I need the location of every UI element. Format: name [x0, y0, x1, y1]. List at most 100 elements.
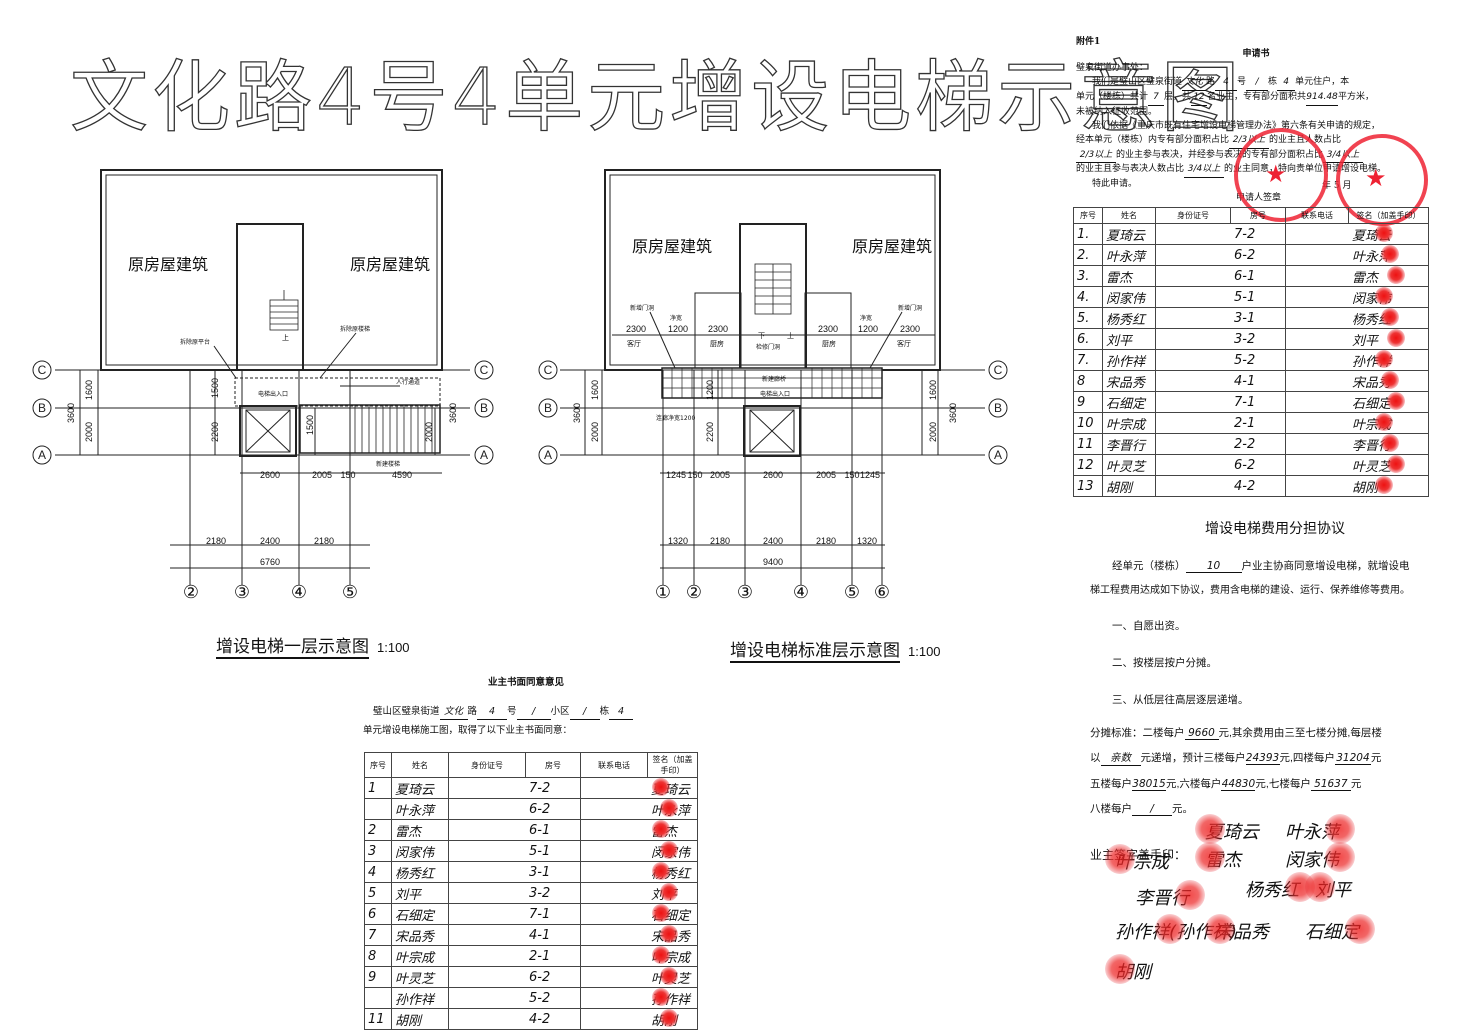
row-name: 孙作祥: [1102, 349, 1156, 371]
row-id: [1155, 223, 1231, 245]
row-sign: 闵家伟: [1348, 286, 1429, 308]
room-living-left: 客厅: [627, 339, 641, 348]
r-axis-label-c-right: C: [994, 363, 1003, 377]
row-phone: [580, 882, 648, 904]
row-sign: 叶永萍: [647, 798, 698, 820]
row-room: 6-2: [525, 798, 581, 820]
row-sign: 闵家伟: [647, 840, 698, 862]
agreement-item2: 二、按楼层按户分摊。: [1112, 657, 1217, 669]
row-sign: 叶宗成: [1348, 412, 1429, 434]
fingerprint-icon: [1105, 844, 1135, 874]
dim-6760: 6760: [260, 557, 280, 567]
row-sign: 刘平: [647, 882, 698, 904]
row-id: [1155, 286, 1231, 308]
row-sign: 石细定: [1348, 391, 1429, 413]
row-room: 5-1: [525, 840, 581, 862]
fingerprint-icon: [1195, 842, 1225, 872]
row-id: [1155, 328, 1231, 350]
dim-r-right-3600: 3600: [948, 403, 958, 423]
row-phone: [580, 945, 648, 967]
row-id: [448, 777, 526, 799]
agreement-standard-2: 以亲数元递增，预计三楼每户24393元,四楼每户31204元: [1090, 752, 1382, 766]
row-no: 5: [364, 882, 392, 904]
row-id: [1155, 307, 1231, 329]
c-th-no: 序号: [364, 752, 392, 778]
axis-col-3: ③: [234, 582, 250, 603]
row-no: 3: [364, 840, 392, 862]
fingerprint-icon: [1325, 842, 1355, 872]
row-name: 宋品秀: [1102, 370, 1156, 392]
fingerprint-icon: [1175, 880, 1205, 910]
row-no: 6: [364, 903, 392, 925]
row-sign: 夏琦云: [1348, 223, 1429, 245]
row-sign: 杨秀红: [1348, 307, 1429, 329]
c-th-room: 房号: [525, 752, 581, 778]
dim-2005: 2005: [312, 470, 332, 480]
fingerprint-icon: [1375, 350, 1393, 368]
agreement-item3: 三、从低层往高层逐层递增。: [1112, 694, 1249, 706]
r-orig-building-right: 原房屋建筑: [852, 237, 932, 256]
dim-inner-2200: 2200: [210, 422, 220, 442]
row-no: 4: [364, 861, 392, 883]
row-id: [448, 819, 526, 841]
axis-label-c: C: [38, 363, 47, 377]
r-axis-label-a: A: [544, 448, 552, 462]
axis-col-2: ②: [183, 582, 199, 603]
axis-label-b: B: [38, 401, 46, 415]
room-kitchen-left: 厨房: [710, 339, 724, 348]
attachment-label: 附件1: [1076, 37, 1101, 47]
row-no: 8: [1073, 370, 1103, 392]
label-clear-width-right: 净宽: [860, 314, 872, 322]
application-addressee: 璧泉街道办事处：: [1076, 62, 1149, 73]
row-room: 5-2: [1230, 349, 1286, 371]
row-name: 杨秀红: [391, 861, 449, 883]
row-id: [1155, 475, 1231, 497]
dim-right-3600: 3600: [448, 403, 458, 423]
row-name: 叶灵芝: [391, 966, 449, 988]
dim-150: 150: [340, 470, 355, 480]
fingerprint-icon: [1375, 224, 1393, 242]
dim-top-2300-c: 2300: [818, 324, 838, 334]
row-sign: 胡刚: [1348, 475, 1429, 497]
row-name: 李晋行: [1102, 433, 1156, 455]
consent-table-header: 序号 姓名 身份证号 房号 联系电话 签名（加盖手印）: [364, 752, 698, 778]
seal-star-left-icon: ★: [1265, 160, 1287, 188]
label-remove-stairs: 拆除原楼梯: [340, 325, 370, 333]
r-axis-col-2: ②: [686, 582, 702, 603]
row-phone: [1285, 454, 1349, 476]
row-name: 闵家伟: [1102, 286, 1156, 308]
agreement-signatures: 夏琦云叶永萍雷杰闵家伟叶宗成杨秀红刘平孙作祥(孙作祥)宋品秀石细定胡刚李晋行: [1105, 814, 1435, 1008]
row-sign: 叶灵芝: [647, 966, 698, 988]
fingerprint-icon: [1305, 872, 1335, 902]
plan-left-title: 增设电梯一层示意图: [216, 637, 369, 657]
row-id: [448, 798, 526, 820]
row-name: 叶永萍: [391, 798, 449, 820]
row-room: 3-2: [1230, 328, 1286, 350]
row-phone: [1285, 391, 1349, 413]
r-axis-label-a-right: A: [994, 448, 1002, 462]
application-table-header: 序号 姓名 身份证号 房号 联系电话 签名（加盖手印）: [1073, 207, 1429, 224]
row-room: 2-1: [1230, 412, 1286, 434]
row-phone: [580, 1008, 648, 1030]
application-para8: 特此申请。: [1092, 179, 1138, 190]
r-axis-col-6: ⑥: [874, 582, 890, 603]
fingerprint-icon: [1387, 329, 1405, 347]
main-title: 文化路4号4单元增设电梯示意图: [69, 52, 1244, 143]
row-no: 12: [1073, 454, 1103, 476]
row-room: 6-2: [1230, 244, 1286, 266]
row-id: [1155, 370, 1231, 392]
dim-r-inner-1200: 1200: [705, 380, 715, 400]
r-label-elevator-entry: 电梯出入口: [760, 390, 790, 398]
dim-side-1600: 1600: [84, 380, 94, 400]
